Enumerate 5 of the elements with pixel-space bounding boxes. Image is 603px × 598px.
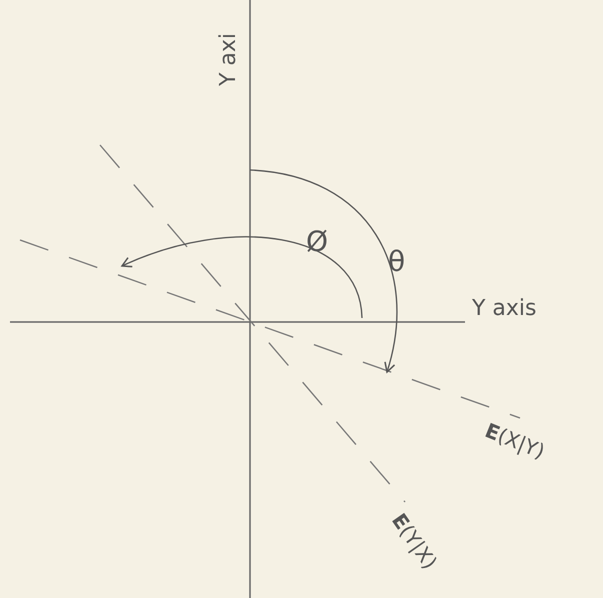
angle-label: θ	[388, 248, 406, 276]
axis-label: Y axi	[218, 32, 240, 86]
angle-label: Ø	[306, 228, 328, 256]
axis-label: Y axis	[472, 298, 537, 320]
line-label: E(X|Y)	[482, 420, 548, 462]
